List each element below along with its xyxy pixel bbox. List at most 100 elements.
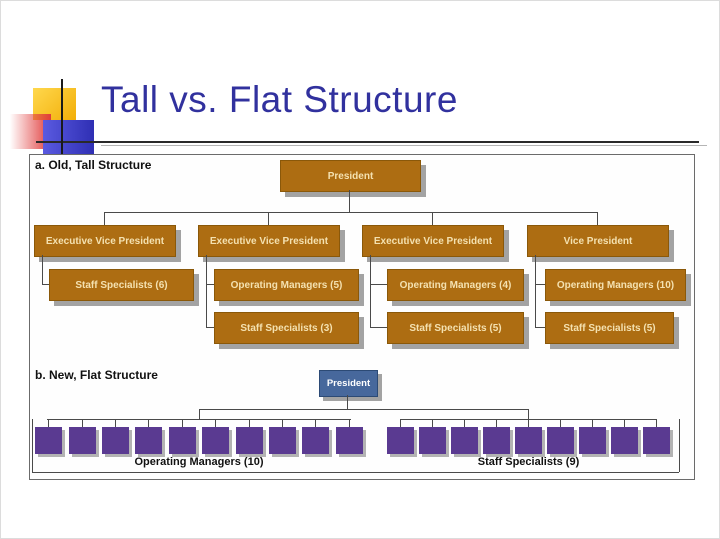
connector-tick <box>655 419 657 427</box>
connector-line <box>268 212 269 225</box>
operating-managers-group <box>32 419 366 454</box>
org-unit-cell <box>417 419 449 454</box>
org-unit-square <box>168 427 196 454</box>
title-underline-shadow <box>101 145 707 146</box>
connector-tick <box>315 419 317 427</box>
org-unit-square <box>302 427 330 454</box>
org-unit-cell <box>32 419 65 454</box>
staff-specialists-group <box>385 419 672 454</box>
org-unit-cell <box>449 419 481 454</box>
org-chart-panel: a. Old, Tall Structure President Executi… <box>29 154 695 480</box>
org-unit-square <box>68 427 96 454</box>
connector-tick <box>432 419 434 427</box>
connector-line <box>104 212 105 225</box>
connector-tick <box>81 419 83 427</box>
org-unit-square <box>335 427 363 454</box>
org-unit-cell <box>266 419 299 454</box>
connector-tick <box>48 419 50 427</box>
connector-line <box>370 327 387 328</box>
connector-line <box>535 327 545 328</box>
decor-blue-square <box>43 120 94 154</box>
connector-tick <box>348 419 350 427</box>
bracket-right-line <box>679 419 680 472</box>
org-unit-cell <box>385 419 417 454</box>
connector-tick <box>215 419 217 427</box>
org-unit-square <box>387 427 415 454</box>
connector-tick <box>464 419 466 427</box>
connector-tick <box>528 419 529 427</box>
org-unit-square <box>451 427 479 454</box>
evp-box-2: Executive Vice President <box>198 225 340 257</box>
tall-child-box: Staff Specialists (5) <box>545 312 674 344</box>
org-unit-square <box>102 427 130 454</box>
tall-child-box: Staff Specialists (5) <box>387 312 524 344</box>
connector-tick <box>559 419 561 427</box>
org-unit-cell <box>65 419 98 454</box>
org-unit-cell <box>199 419 232 454</box>
bracket-left-line <box>32 419 33 472</box>
tall-child-box: Staff Specialists (6) <box>49 269 194 301</box>
section-b-label: b. New, Flat Structure <box>35 368 158 382</box>
flat-president-box: President <box>319 370 378 397</box>
org-unit-cell <box>544 419 576 454</box>
tall-child-box: Operating Managers (4) <box>387 269 524 301</box>
staff-specialists-label: Staff Specialists (9) <box>477 456 580 468</box>
org-unit-cell <box>99 419 132 454</box>
org-unit-cell <box>132 419 165 454</box>
connector-tick <box>400 419 402 427</box>
org-unit-square <box>546 427 574 454</box>
connector-line <box>597 212 598 225</box>
connector-tick <box>148 419 150 427</box>
org-unit-cell <box>299 419 332 454</box>
decor-vertical-line <box>61 79 63 155</box>
connector-line <box>42 284 49 285</box>
org-unit-square <box>515 427 542 454</box>
title-underline <box>36 141 699 143</box>
connector-line <box>42 255 43 284</box>
bracket-bottom-line <box>32 472 679 473</box>
connector-line <box>104 212 597 213</box>
connector-tick <box>282 419 284 427</box>
connector-line <box>535 255 536 327</box>
operating-managers-label: Operating Managers (10) <box>134 456 264 468</box>
connector-line <box>432 212 433 225</box>
org-unit-square <box>419 427 447 454</box>
vp-box: Vice President <box>527 225 669 257</box>
org-unit-cell <box>481 419 513 454</box>
org-unit-cell <box>513 419 545 454</box>
org-unit-cell <box>333 419 366 454</box>
connector-line <box>528 409 529 419</box>
org-unit-square <box>483 427 511 454</box>
tall-child-box: Operating Managers (10) <box>545 269 686 301</box>
org-unit-square <box>610 427 638 454</box>
connector-bus-line <box>400 419 657 420</box>
tall-child-box: Operating Managers (5) <box>214 269 359 301</box>
org-unit-cell <box>232 419 265 454</box>
connector-line <box>535 284 545 285</box>
connector-line <box>206 327 214 328</box>
org-unit-cell <box>166 419 199 454</box>
connector-line <box>206 284 214 285</box>
tall-president-box: President <box>280 160 421 192</box>
connector-tick <box>248 419 250 427</box>
connector-tick <box>496 419 498 427</box>
connector-line <box>349 190 350 212</box>
org-unit-cell <box>576 419 608 454</box>
connector-tick <box>623 419 625 427</box>
org-unit-square <box>202 427 230 454</box>
org-unit-square <box>35 427 63 454</box>
connector-tick <box>181 419 183 427</box>
connector-line <box>347 395 348 409</box>
connector-tick <box>115 419 117 427</box>
evp-box-1: Executive Vice President <box>34 225 176 257</box>
org-unit-square <box>135 427 163 454</box>
tall-child-box: Staff Specialists (3) <box>214 312 359 344</box>
org-unit-square <box>578 427 606 454</box>
connector-bus-line <box>47 419 351 420</box>
connector-line <box>199 409 200 419</box>
connector-line <box>199 409 528 410</box>
section-a-label: a. Old, Tall Structure <box>35 158 152 172</box>
connector-line <box>370 284 387 285</box>
org-unit-square <box>235 427 263 454</box>
